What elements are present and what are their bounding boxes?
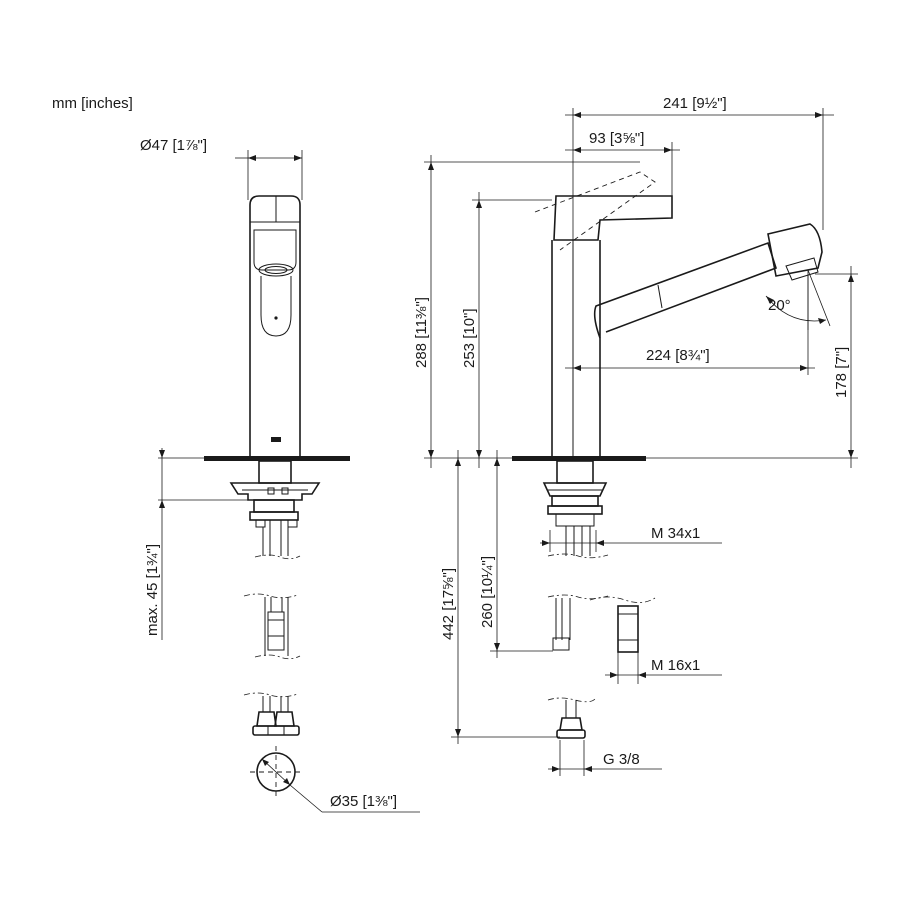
connection-thread-callout: G 3/8 [548, 740, 662, 776]
outlet-height-label: 178 [7"] [833, 347, 850, 398]
deck-thickness-label: max. 45 [1¾"] [144, 544, 161, 636]
spout-reach-dimension: 224 [8¾"] [565, 275, 815, 375]
hole-diameter-label: Ø35 [1⅜"] [330, 793, 397, 810]
side-hose-midsection [547, 594, 656, 653]
mounting-hole-plan: Ø35 [1⅜"] [250, 746, 420, 813]
spray-angle-dimension: 20° [765, 269, 831, 330]
total-height-label: 288 [11⅜"] [413, 297, 430, 368]
shank-thread-callout: M 34x1 [540, 525, 722, 552]
deck-thickness-dimension: max. 45 [1¾"] [144, 448, 248, 640]
hose-length-label: 442 [17⅝"] [440, 568, 457, 640]
front-connection-ends [243, 692, 300, 736]
side-view: 241 [9½"] 93 [3⅝"] 288 [11⅜"] 253 [10"] [413, 95, 858, 776]
hose-thread-callout: M 16x1 [605, 652, 722, 684]
faucet-front-body [204, 195, 350, 461]
side-connection-end [547, 697, 596, 739]
head-reach-dimension: 93 [3⅝"] [565, 130, 680, 196]
total-reach-label: 241 [9½"] [663, 95, 727, 112]
side-shank-hardware [542, 460, 609, 559]
shank-thread-label: M 34x1 [651, 525, 700, 542]
spout-reach-label: 224 [8¾"] [646, 347, 710, 364]
spout-height-dimension: 253 [10"] [461, 192, 552, 468]
spray-angle-label: 20° [768, 297, 791, 314]
total-height-dimension: 288 [11⅜"] [413, 155, 640, 468]
front-shank-hardware [229, 460, 321, 560]
hose-length-dimension: 442 [17⅝"] [424, 450, 560, 744]
units-note: mm [inches] [52, 95, 133, 112]
front-hose-midsection [243, 593, 301, 660]
head-reach-label: 93 [3⅝"] [589, 130, 644, 147]
total-reach-dimension: 241 [9½"] [565, 95, 834, 240]
faucet-side-body [512, 171, 823, 461]
supply-length-label: 260 [10¼"] [479, 556, 496, 628]
outlet-height-dimension: 178 [7"] [500, 266, 858, 468]
connection-thread-label: G 3/8 [603, 751, 640, 768]
hose-thread-label: M 16x1 [651, 657, 700, 674]
base-diameter-label: Ø47 [1⅞"] [140, 137, 207, 154]
base-diameter-dimension: Ø47 [1⅞"] [140, 137, 303, 200]
front-view: Ø47 [1⅞"] [140, 137, 420, 813]
supply-length-dimension: 260 [10¼"] [479, 450, 553, 658]
spout-height-label: 253 [10"] [461, 308, 478, 368]
